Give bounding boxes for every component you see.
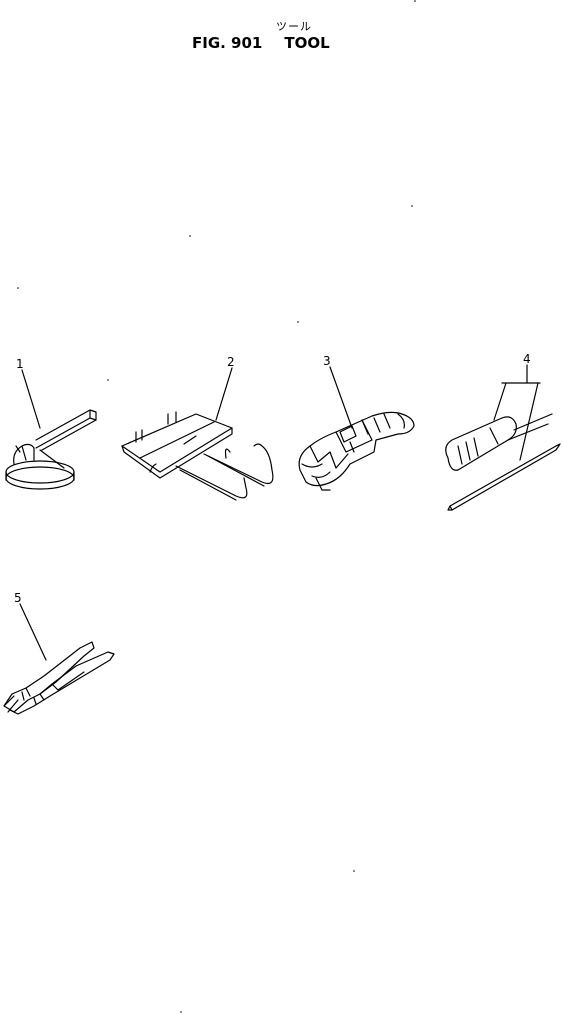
callout-5[interactable]: 5 — [14, 591, 22, 605]
callout-2[interactable]: 2 — [227, 355, 235, 369]
figure-title: FIG. 901 TOOL — [192, 34, 330, 52]
tool-pouch-icon — [299, 412, 414, 490]
screwdriver-icon — [446, 414, 560, 510]
bag-icon — [122, 412, 273, 500]
figure-number: FIG. 901 — [192, 34, 263, 52]
leader-line-4 — [494, 365, 540, 460]
leader-line-1 — [22, 370, 40, 428]
wrench-icon — [6, 410, 96, 489]
figure-title-japanese: ツール — [276, 20, 312, 33]
figure-name: TOOL — [284, 34, 330, 52]
leader-line-3 — [330, 367, 352, 428]
callout-3[interactable]: 3 — [323, 354, 331, 368]
leader-line-5 — [20, 604, 46, 660]
leader-line-2 — [216, 368, 232, 420]
pliers-icon — [4, 642, 114, 714]
callout-4[interactable]: 4 — [523, 352, 531, 366]
scan-specks — [17, 0, 416, 1013]
callout-1[interactable]: 1 — [16, 357, 24, 371]
